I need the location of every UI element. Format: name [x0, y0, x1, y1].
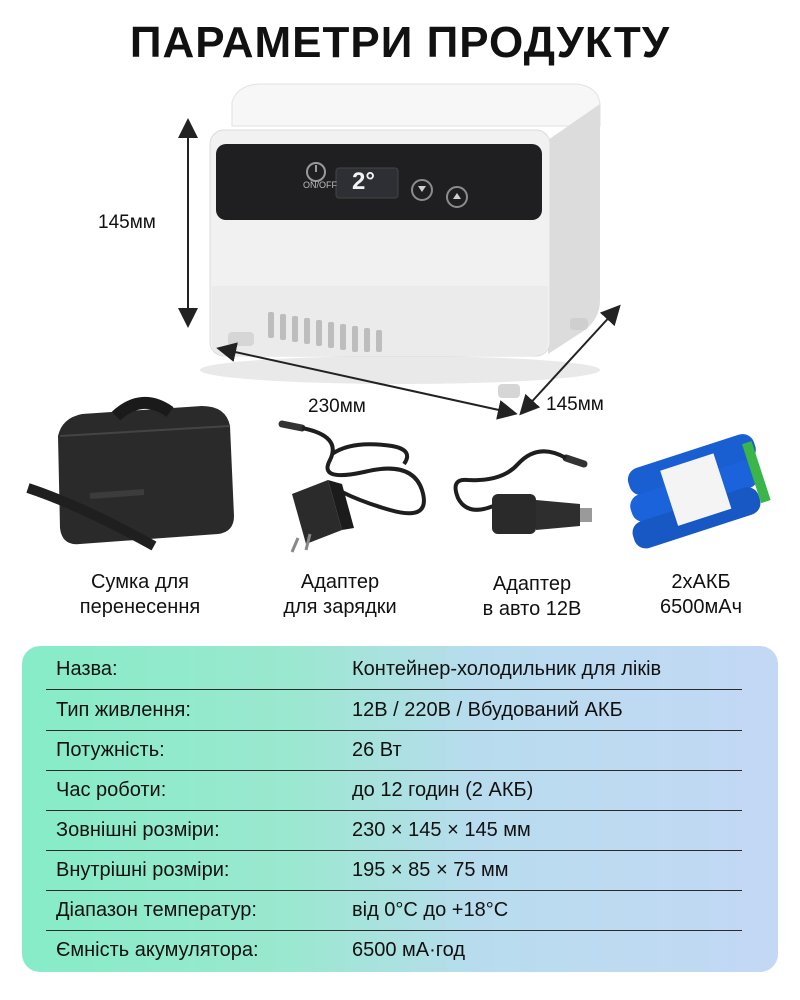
accessory-battery: 2хАКБ 6500мАч	[626, 570, 776, 620]
power-label: ON/OFF	[303, 180, 337, 190]
spec-row-power-type: Тип живлення: 12В / 220В / Вбудований АК…	[22, 691, 778, 731]
spec-row-temperature: Діапазон температур: від 0°С до +18°С	[22, 891, 778, 931]
spec-divider	[46, 930, 742, 931]
width-dimension-label: 230мм	[308, 396, 366, 417]
accessory-car-adapter: Адаптер в авто 12В	[452, 572, 612, 622]
accessory-car-adapter-line2: в авто 12В	[482, 598, 582, 620]
spec-label: Потужність:	[56, 739, 165, 761]
accessory-battery-line1: 2хАКБ	[671, 571, 731, 593]
page-title: ПАРАМЕТРИ ПРОДУКТУ	[129, 18, 671, 67]
depth-dimension-label: 145мм	[546, 394, 604, 415]
accessory-battery-line2: 6500мАч	[659, 596, 742, 618]
spec-row-name: Назва: Контейнер-холодильник для ліків	[22, 650, 778, 690]
spec-divider	[46, 810, 742, 811]
spec-row-outer-size: Зовнішні розміри: 230 × 145 × 145 мм	[22, 811, 778, 851]
spec-divider	[46, 689, 742, 690]
accessory-bag-line1: Сумка для	[90, 571, 189, 593]
spec-value: 12В / 220В / Вбудований АКБ	[352, 699, 623, 721]
spec-divider	[46, 730, 742, 731]
accessory-wall-adapter-line2: для зарядки	[283, 596, 397, 618]
spec-value: до 12 годин (2 АКБ)	[352, 779, 534, 801]
height-dimension-label: 145мм	[98, 212, 156, 233]
spec-row-capacity: Ємність акумулятора: 6500 мА·год	[22, 931, 778, 971]
spec-value: 195 × 85 × 75 мм	[352, 859, 509, 881]
spec-divider	[46, 850, 742, 851]
spec-label: Назва:	[56, 658, 118, 680]
spec-divider	[46, 890, 742, 891]
accessory-car-adapter-line1: Адаптер	[492, 573, 572, 595]
battery-pack-icon	[627, 434, 771, 549]
temperature-readout: 2°	[352, 168, 375, 195]
spec-label: Діапазон температур:	[56, 899, 257, 921]
spec-value: Контейнер-холодильник для ліків	[352, 658, 662, 680]
fridge-product-illustration	[178, 83, 621, 420]
spec-label: Ємність акумулятора:	[56, 939, 259, 961]
accessory-bag: Сумка для перенесення	[42, 570, 238, 620]
car-adapter-icon	[453, 449, 592, 534]
spec-value: 230 × 145 × 145 мм	[352, 819, 531, 841]
spec-row-inner-size: Внутрішні розміри: 195 × 85 × 75 мм	[22, 851, 778, 891]
spec-value: 26 Вт	[352, 739, 402, 761]
spec-label: Тип живлення:	[56, 699, 191, 721]
accessory-bag-line2: перенесення	[79, 596, 201, 618]
spec-table: Назва: Контейнер-холодильник для ліків Т…	[22, 646, 778, 972]
spec-label: Час роботи:	[56, 779, 167, 801]
spec-row-runtime: Час роботи: до 12 годин (2 АКБ)	[22, 771, 778, 811]
spec-value: від 0°С до +18°С	[352, 899, 509, 921]
spec-row-wattage: Потужність: 26 Вт	[22, 731, 778, 771]
accessory-wall-adapter: Адаптер для зарядки	[250, 570, 430, 620]
spec-label: Внутрішні розміри:	[56, 859, 230, 881]
spec-divider	[46, 770, 742, 771]
carry-bag-icon	[26, 396, 234, 551]
spec-value: 6500 мА·год	[352, 939, 466, 961]
spec-label: Зовнішні розміри:	[56, 819, 220, 841]
accessory-wall-adapter-line1: Адаптер	[300, 571, 380, 593]
wall-adapter-icon	[278, 420, 426, 553]
